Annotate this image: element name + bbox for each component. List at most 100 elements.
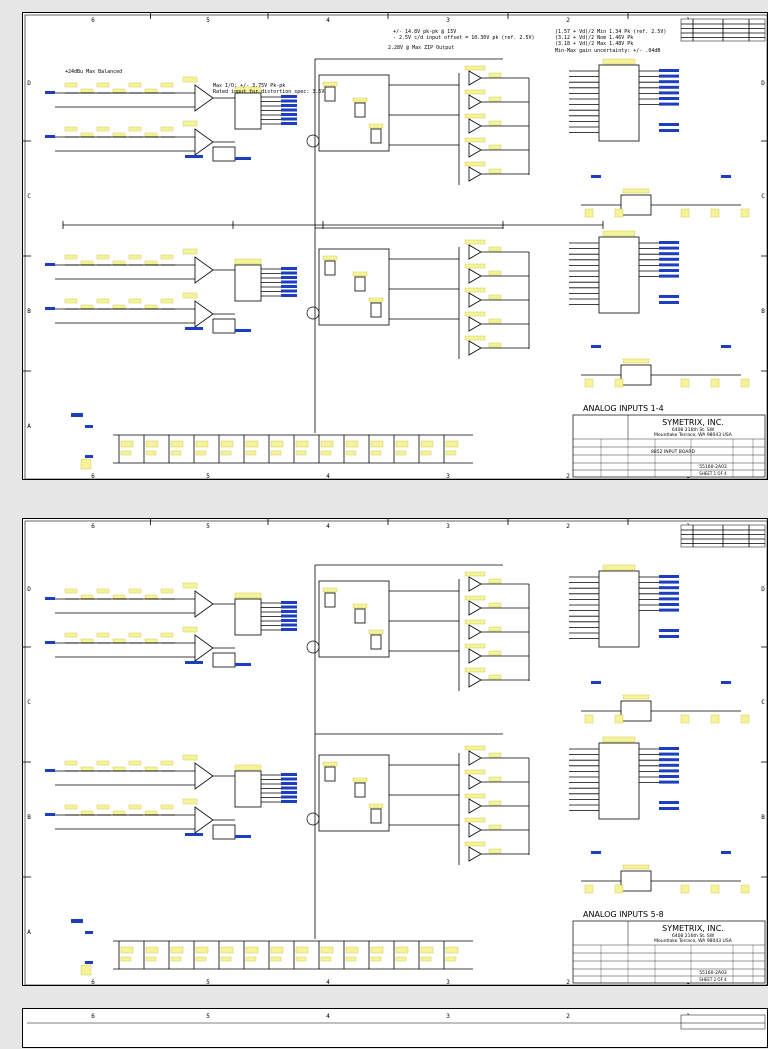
component-label bbox=[128, 760, 142, 766]
component-label bbox=[488, 246, 502, 252]
component-label bbox=[64, 82, 78, 88]
filter-stage bbox=[318, 65, 530, 185]
input-stage bbox=[45, 582, 320, 668]
net-label bbox=[659, 301, 679, 304]
zone-label-bottom: 6 bbox=[91, 473, 95, 480]
component-label bbox=[602, 736, 636, 743]
component-label bbox=[488, 602, 502, 608]
component-label bbox=[420, 450, 432, 456]
component-label bbox=[322, 255, 338, 261]
switch-ic bbox=[324, 86, 336, 102]
net-label bbox=[281, 122, 297, 125]
net-label bbox=[659, 780, 679, 784]
component-label bbox=[320, 440, 334, 448]
converter-chip bbox=[234, 264, 262, 302]
net-label bbox=[281, 267, 297, 270]
component-label bbox=[96, 760, 110, 766]
component-label bbox=[120, 440, 134, 448]
zone-label-left: A bbox=[27, 423, 31, 430]
component-label bbox=[182, 754, 198, 761]
component-label bbox=[320, 450, 332, 456]
net-label bbox=[281, 782, 297, 785]
net-label bbox=[659, 758, 679, 762]
component-label bbox=[464, 667, 486, 673]
net-label bbox=[659, 763, 679, 767]
net-label bbox=[591, 681, 601, 684]
bypass-cap bbox=[740, 208, 750, 218]
net-label bbox=[185, 327, 203, 330]
zone-label-top: 2 bbox=[566, 1013, 570, 1020]
net-label bbox=[659, 246, 679, 250]
component-label bbox=[270, 956, 282, 962]
component-label bbox=[182, 798, 198, 805]
net-label bbox=[281, 628, 297, 631]
component-label bbox=[322, 587, 338, 593]
component-label bbox=[464, 137, 486, 143]
note-io-swing: Max I/O: +/- 3.75V Pk-pk bbox=[213, 83, 285, 89]
component-label bbox=[488, 144, 502, 150]
bypass-cap bbox=[614, 714, 624, 724]
component-label bbox=[80, 594, 94, 600]
note-fullscale: +/- 14.8V pk-pk @ 15V bbox=[393, 29, 456, 35]
net-label bbox=[659, 295, 679, 298]
net-label bbox=[281, 773, 297, 776]
net-label bbox=[659, 586, 679, 590]
component-label bbox=[345, 946, 359, 954]
filter-stage bbox=[318, 745, 530, 865]
component-label bbox=[80, 88, 94, 94]
net-label bbox=[45, 597, 55, 600]
opamp bbox=[194, 762, 214, 790]
component-label bbox=[160, 126, 174, 132]
bus-wire-box bbox=[318, 74, 390, 152]
company-name: SYMETRIX, INC. bbox=[662, 418, 724, 427]
opamp bbox=[468, 166, 482, 182]
bypass-cap bbox=[710, 884, 720, 894]
schematic-drawing-2: 654321654321DDCCBBAAANALOG INPUTS 5-8SYM… bbox=[23, 519, 768, 986]
component-label bbox=[464, 239, 486, 245]
component-label bbox=[96, 126, 110, 132]
bypass-cap bbox=[584, 714, 594, 724]
net-label bbox=[281, 800, 297, 803]
component-label bbox=[345, 956, 357, 962]
component-label bbox=[245, 450, 257, 456]
sheet-frame: 654321 bbox=[27, 1013, 766, 1030]
opamp bbox=[194, 806, 214, 834]
component-label bbox=[622, 864, 650, 870]
schematic-sheet-1: 654321654321DDCCBBAA+24dBu Max BalancedM… bbox=[22, 12, 768, 480]
net-label bbox=[281, 795, 297, 799]
bypass-cap bbox=[680, 714, 690, 724]
zone-label-top: 2 bbox=[566, 17, 570, 24]
component-label bbox=[144, 638, 158, 644]
schematic-sheet-2: 654321654321DDCCBBAAANALOG INPUTS 5-8SYM… bbox=[22, 518, 768, 986]
sheet-title: ANALOG INPUTS 1-4 bbox=[583, 404, 664, 413]
component-label bbox=[160, 588, 174, 594]
component-label bbox=[234, 86, 262, 93]
component-label bbox=[488, 650, 502, 656]
net-label bbox=[659, 629, 679, 632]
component-label bbox=[488, 800, 502, 806]
component-label bbox=[64, 632, 78, 638]
net-label bbox=[85, 931, 93, 934]
component-label bbox=[195, 956, 207, 962]
opamp bbox=[468, 822, 482, 838]
component-label bbox=[368, 803, 384, 809]
regulator-ic bbox=[620, 700, 652, 722]
sheet-frame: 654321654321DDCCBBAA bbox=[23, 519, 768, 986]
component-label bbox=[368, 297, 384, 303]
component-label bbox=[345, 440, 359, 448]
net-label bbox=[659, 102, 679, 106]
component-label bbox=[170, 450, 182, 456]
component-label bbox=[160, 804, 174, 810]
opamp bbox=[468, 316, 482, 332]
net-label bbox=[281, 113, 297, 116]
zone-label-right: C bbox=[761, 193, 765, 200]
component-label bbox=[370, 450, 382, 456]
component-label bbox=[488, 848, 502, 854]
zone-label-left: B bbox=[27, 308, 31, 315]
zone-label-top: 5 bbox=[206, 17, 210, 24]
bypass-cap bbox=[710, 208, 720, 218]
component-label bbox=[320, 956, 332, 962]
component-label bbox=[80, 132, 94, 138]
bypass-cap bbox=[584, 884, 594, 894]
net-label bbox=[659, 91, 679, 95]
